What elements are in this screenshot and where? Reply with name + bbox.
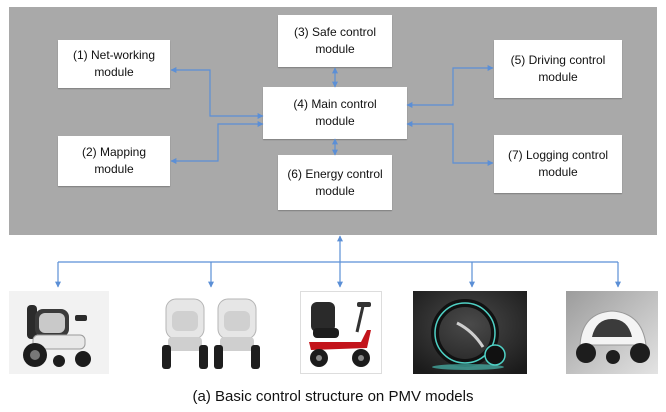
networking-module-label: (1) Net-working module bbox=[72, 48, 156, 79]
safe-control-module-box: (3) Safe control module bbox=[278, 15, 392, 67]
networking-module-box: (1) Net-working module bbox=[58, 40, 170, 88]
round-concept-pmv-icon bbox=[413, 291, 527, 374]
main-control-module-box: (4) Main control module bbox=[263, 87, 407, 139]
logging-control-module-box: (7) Logging control module bbox=[494, 135, 622, 193]
pmv-model-4-image bbox=[413, 291, 527, 374]
driving-control-module-box: (5) Driving control module bbox=[494, 40, 622, 98]
pmv-model-2-image bbox=[158, 291, 265, 374]
logging-control-module-label: (7) Logging control module bbox=[507, 148, 609, 179]
white-electric-wheelchair-icon bbox=[23, 305, 91, 367]
energy-control-module-label: (6) Energy control module bbox=[287, 166, 383, 198]
red-mobility-scooter-icon bbox=[309, 302, 371, 367]
mapping-module-label: (2) Mapping module bbox=[81, 145, 147, 176]
twin-white-wheelchairs-icon bbox=[162, 298, 260, 369]
main-control-module-label: (4) Main control module bbox=[293, 97, 377, 128]
pmv-model-5-image bbox=[566, 291, 658, 374]
energy-control-module-box: (6) Energy control module bbox=[278, 155, 392, 210]
figure-caption: (a) Basic control structure on PMV model… bbox=[192, 388, 474, 405]
white-three-wheel-pod-icon bbox=[566, 291, 658, 374]
pmv-model-3-image bbox=[300, 291, 382, 374]
pmv-model-1-image bbox=[9, 291, 109, 374]
safe-control-module-label: (3) Safe control module bbox=[293, 25, 377, 56]
mapping-module-box: (2) Mapping module bbox=[58, 136, 170, 186]
driving-control-module-label: (5) Driving control module bbox=[510, 53, 606, 84]
